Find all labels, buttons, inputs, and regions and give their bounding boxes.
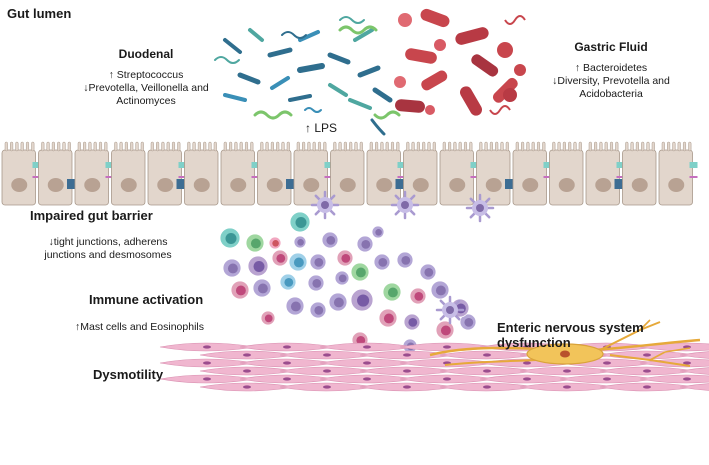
pathogenic-bacteria-group [394,8,526,116]
immune-cell [252,278,272,298]
gastric-heading: Gastric Fluid [574,40,648,54]
duodenal-line-2: ↓Prevotella, Veillonella and [83,82,209,94]
immune-cell [245,233,265,253]
epithelial-cell [403,141,438,206]
immune-cell [403,313,421,331]
immune-cell [459,313,477,331]
immune-cell [356,235,374,253]
immune-cell [271,249,289,267]
immune-cell [373,253,391,271]
muscle-fiber [679,367,709,375]
immune-cell [260,310,276,326]
epithelial-cell [622,141,657,206]
immune-cell [321,231,339,249]
immune-cell [396,251,414,269]
immune-cell [350,288,374,312]
immune-cell [309,301,327,319]
immune-cell [288,252,308,272]
muscle-fiber [639,374,709,384]
lps-label: ↑ LPS [305,121,338,135]
duodenal-heading: Duodenal [118,47,174,61]
muscle-fiber [679,351,709,359]
enteric-neuron-icon [429,319,701,367]
dysmotility-label: Dysmotility [93,367,164,382]
ens-label: Enteric nervous system dysfunction [497,320,644,350]
epithelial-cell [439,141,479,206]
dendritic-cell [435,295,465,325]
immune-cell [419,263,437,281]
epithelial-cell [366,141,408,206]
immune-cell [307,274,325,292]
immune-cell [279,273,297,291]
muscle-fiber [279,350,376,360]
epithelial-cell [74,141,114,206]
dendritic-cell [310,190,340,220]
immune-cell [285,296,305,316]
immune-cell [247,255,269,277]
epithelial-cell [330,141,365,206]
immune-cell [378,308,398,328]
epithelial-cell [549,141,584,206]
muscle-fiber [599,366,696,376]
immune-cell [268,236,282,250]
gastric-line-1: ↑ Bacteroidetes [574,62,648,74]
immune-cells-icon [219,190,495,354]
gastric-line-2: ↓Diversity, Prevotella and [552,75,670,87]
immune-cell [430,280,450,300]
barrier-heading: Impaired gut barrier [30,208,153,223]
epithelial-cell [585,141,627,206]
immune-cell [334,270,350,286]
commensal-bacteria-group [214,16,401,136]
muscle-fiber [239,342,336,352]
immune-cell [309,253,327,271]
muscle-fiber [359,350,456,360]
dendritic-cell [390,190,420,220]
dendritic-cell [465,193,495,223]
immune-heading: Immune activation [89,292,204,307]
immune-cell [371,225,385,239]
immune-cell [382,282,402,302]
immune-cell [219,227,241,249]
smooth-muscle-icon [159,342,709,392]
epithelial-cell [476,141,517,206]
epithelial-layer-icon [1,141,698,206]
page-title: Gut lumen [7,6,72,21]
immune-cell [230,280,250,300]
epithelial-cell [147,141,189,206]
immune-cell [409,287,427,305]
epithelial-cell [512,141,552,206]
muscle-fiber [679,383,709,391]
immune-line: ↑Mast cells and Eosinophils [75,321,204,333]
immune-cell [336,249,354,267]
epithelial-cell [111,141,146,206]
barrier-line-1: ↓tight junctions, adherens [48,236,168,248]
gastric-line-3: Acidobacteria [579,88,643,100]
muscle-fiber [519,382,616,392]
duodenal-line-3: Actinomyces [116,95,176,107]
barrier-line-2: junctions and desmosomes [44,249,172,261]
epithelial-cell [38,141,79,206]
muscle-fiber [159,358,256,368]
bacteria-cluster-icon [214,8,526,136]
immune-cell [289,211,311,233]
epithelial-cell [184,141,219,206]
epithelial-cell [220,141,260,206]
immune-cell [222,258,242,278]
immune-cell [435,320,455,340]
epithelial-cell [257,141,298,206]
immune-cell [293,235,307,249]
epithelial-cell [1,141,41,206]
immune-cell [350,262,370,282]
duodenal-line-1: ↑ Streptococcus [108,69,184,81]
epithelial-cell [293,141,333,206]
epithelial-cell [658,141,698,206]
immune-cell [328,292,348,312]
